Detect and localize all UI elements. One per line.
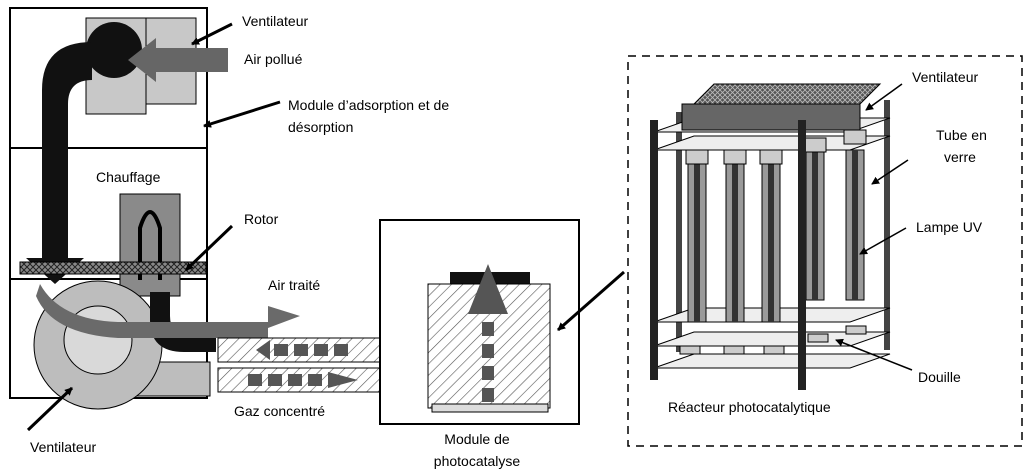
- photocatalysis-label-2: photocatalyse: [434, 453, 521, 469]
- top-fan-icon: [86, 22, 142, 78]
- reactor-pointer-lines: [835, 83, 913, 371]
- glass-tube-label-2: verre: [944, 149, 976, 165]
- heating-label: Chauffage: [96, 169, 161, 185]
- pointer-lines: [26, 22, 625, 432]
- reactor-dashed-box: [627, 55, 1023, 447]
- uv-lamp-label: Lampe UV: [916, 219, 983, 235]
- reactor-illustration: [650, 83, 891, 390]
- photocatalysis-module: [379, 219, 580, 425]
- glass-tubes: [685, 129, 867, 323]
- sockets: [679, 325, 867, 355]
- fan-bottom-label: Ventilateur: [30, 439, 96, 455]
- concentrated-gas-label: Gaz concentré: [234, 403, 325, 419]
- glass-tube-label-1: Tube en: [936, 127, 987, 143]
- rotor-bar: [19, 261, 207, 275]
- fan-top-label: Ventilateur: [242, 13, 308, 29]
- adsorption-label-2: désorption: [288, 119, 353, 135]
- photocatalysis-label-1: Module de: [444, 431, 510, 447]
- polluted-air-label: Air pollué: [244, 51, 303, 67]
- polluted-air-arrow: [128, 38, 228, 82]
- gas-ducts: [217, 337, 387, 393]
- adsorption-label-1: Module d’adsorption et de: [288, 97, 449, 113]
- treated-air-label: Air traité: [268, 277, 320, 293]
- rotor-label: Rotor: [244, 211, 279, 227]
- downflow-arrow: [26, 42, 92, 284]
- socket-label: Douille: [918, 369, 961, 385]
- reactor-fan-label: Ventilateur: [912, 69, 978, 85]
- heating-element: [119, 193, 181, 297]
- reactor-caption: Réacteur photocatalytique: [668, 399, 831, 415]
- treated-air-arrow: [36, 284, 300, 338]
